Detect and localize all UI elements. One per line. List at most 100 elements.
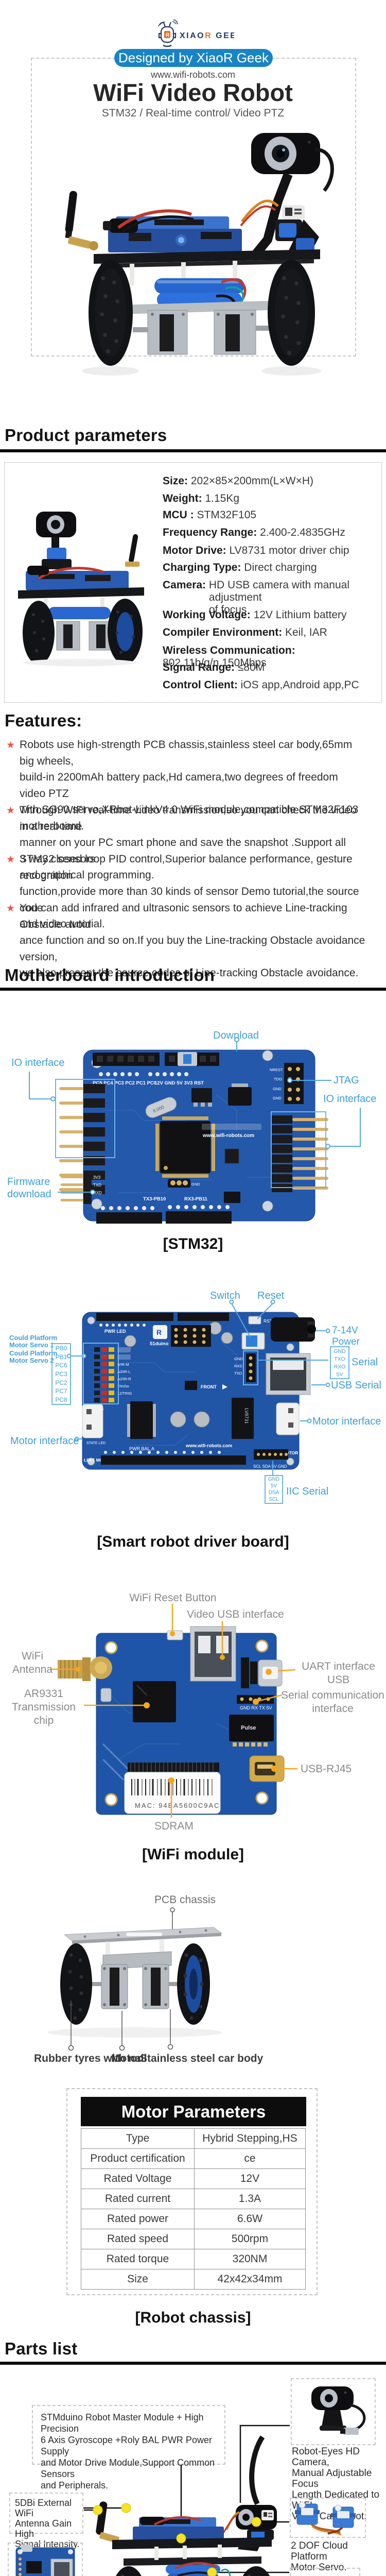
svg-text:GND RX TX 5V: GND RX TX 5V: [240, 1705, 272, 1710]
svg-text:GND: GND: [273, 1087, 282, 1091]
svg-text:Pulse: Pulse: [241, 1725, 256, 1731]
svg-text:A2/IR-R: A2/IR-R: [117, 1377, 131, 1381]
feature-item: ★You can add infrared and ultrasonic sen…: [6, 902, 365, 979]
stm32-caption: [STM32]: [163, 1235, 223, 1252]
chassis-caption: [Robot chassis]: [135, 2309, 251, 2326]
svg-text:RST: RST: [264, 1318, 272, 1324]
wifi-annotation-serial: Serial communication interface: [281, 1689, 384, 1715]
svg-text:MAC: 94BA5600C9AC: MAC: 94BA5600C9AC: [135, 1802, 220, 1809]
driver-annotation-servo2: Could Platform Motor Servo 2: [9, 1349, 58, 1364]
driver-annotation-switch: Switch: [210, 1290, 240, 1301]
feature-item: ★Robots use high-strength PCB chassis,st…: [6, 739, 359, 832]
parts-robot-photo: [83, 2425, 290, 2576]
svg-text:GND: GND: [234, 1357, 243, 1361]
driver-annotation-power: 7-14V Power: [332, 1325, 360, 1347]
xrbot-module-photo: [15, 2545, 75, 2576]
svg-text:RXD: RXD: [93, 1191, 102, 1195]
page-title: WiFi Video Robot: [93, 79, 293, 106]
param-row: Size: 202×85×200mm(L×W×H): [163, 475, 313, 487]
section-title-features: Features:: [5, 711, 82, 730]
hero-robot-photo: [65, 133, 334, 376]
param-row: MCU : STM32F105: [163, 509, 257, 521]
svg-text:www.wifi-robots.com: www.wifi-robots.com: [202, 1133, 254, 1139]
svg-text:TX3-PB10: TX3-PB10: [143, 1196, 166, 1202]
svg-text:SCL SDA 5V GND: SCL SDA 5V GND: [253, 1464, 287, 1469]
svg-text:GND: GND: [191, 1182, 200, 1187]
svg-text:TXD: TXD: [234, 1371, 242, 1376]
wifi-caption: [WiFi module]: [142, 1846, 244, 1863]
website-url: www.wifi-robots.com: [150, 70, 236, 80]
part-box-servo-photo: [290, 2498, 366, 2538]
parameters-robot-photo: [18, 512, 144, 666]
svg-text:3V3: 3V3: [93, 1175, 101, 1180]
wifi-annotation-antenna: WiFi Antenna: [12, 1650, 53, 1675]
svg-text:RX3-PB11: RX3-PB11: [184, 1196, 208, 1202]
svg-text:R: R: [166, 32, 170, 38]
param-row: Charging Type: Direct charging: [163, 562, 317, 573]
divider: [0, 2362, 386, 2365]
svg-text:NREST: NREST: [270, 1067, 283, 1072]
section-title-product-parameters: Product parameters: [5, 426, 167, 445]
chassis-annotation-body: Stainless steel car body: [140, 2053, 264, 2064]
driver-annotation-motor-left: Motor interface: [10, 1435, 79, 1447]
chassis-annotation-motor: Motor: [111, 2053, 142, 2064]
part-box-battery-photo: [290, 2568, 360, 2576]
wifi-module-photo: GND RX TX 5V Pulse MAC: 94BA5600C9AC: [50, 1604, 297, 1818]
xiaor-geek-logo-icon: R XIAOR GEEK: [158, 19, 243, 47]
chassis-annotation-tyres: Rubber tyres with nail: [34, 2053, 147, 2064]
stm32-annotation-firmware: Firmware download: [7, 1176, 51, 1200]
param-row: Motor Drive: LV8731 motor driver chip: [163, 545, 349, 556]
motor-parameters-title: Motor Parameters: [81, 2097, 306, 2126]
feature-item: ★3 way closed loop PID control,Superior …: [6, 853, 359, 930]
chassis-photo: [47, 1907, 222, 2051]
servo-part-photo: [295, 2501, 356, 2536]
driver-caption: [Smart robot driver board]: [97, 1533, 289, 1550]
driver-annotation-iic: IIC Serial: [286, 1486, 329, 1497]
camera-part-photo: [311, 2386, 366, 2435]
svg-text:LV8731: LV8731: [244, 1408, 249, 1423]
battery-part-photo: [291, 2569, 359, 2576]
driver-annotation-serial: Serial: [352, 1357, 378, 1368]
svg-text:A3/IR-L: A3/IR-L: [117, 1369, 130, 1374]
driver-annotation-reset: Reset: [257, 1290, 285, 1301]
svg-text:FRONT: FRONT: [201, 1384, 217, 1389]
part-label-servo: 2 DOF Cloud Platform Motor Servo.: [291, 2540, 348, 2573]
chassis-annotation-pcb: PCB chassis: [154, 1894, 216, 1906]
param-row: Wireless Communication: 802.11b/g/n,150M…: [163, 645, 295, 669]
wifi-annotation-video-usb: Video USB interface: [187, 1608, 284, 1620]
svg-text:PWR LED: PWR LED: [104, 1329, 126, 1334]
part-box-stmduino: STMduino Robot Master Module + High Prec…: [32, 2405, 225, 2490]
product-parameters-box: [4, 462, 382, 703]
feature-item: ★Through WIFI real-time video transmissi…: [6, 804, 357, 881]
svg-text:8/IR-M: 8/IR-M: [117, 1362, 129, 1367]
section-title-parts-list: Parts list: [5, 2339, 78, 2358]
driver-board-photo: PWR LED R 51duino RST: [66, 1299, 330, 1475]
wifi-annotation-uart: UART interface USB: [302, 1660, 375, 1686]
driver-annotation-motor-right: Motor interface: [312, 1416, 381, 1427]
star-icon: ★: [6, 903, 15, 914]
param-row: Signal Range: ≤80M: [163, 662, 265, 673]
part-box-antenna: 5DBi External WiFi Antenna Gain High Sig…: [9, 2493, 83, 2549]
stm32-annotation-io-right: IO interface: [323, 1093, 377, 1105]
stm32-annotation-io-left: IO interface: [11, 1057, 65, 1069]
section-title-motherboard: Motherboard introduction: [5, 965, 215, 985]
driver-annotation-usb-serial: USB Serial: [331, 1380, 381, 1391]
svg-text:PC5 PC4 PC3 PC2 PC1 PC0: PC5 PC4 PC3 PC2 PC1 PC0: [93, 1080, 156, 1086]
svg-text:R: R: [156, 1328, 162, 1336]
part-box-xrbot-photo: [8, 2543, 83, 2576]
driver-annotation-servo1: Could Platform Motor Servo 1: [9, 1334, 58, 1349]
svg-text:STATE LED: STATE LED: [86, 1442, 106, 1445]
star-icon: ★: [6, 805, 15, 816]
svg-text:TDO: TDO: [274, 1077, 282, 1081]
param-row: Frequency Range: 2.400-2.4835GHz: [163, 527, 345, 538]
